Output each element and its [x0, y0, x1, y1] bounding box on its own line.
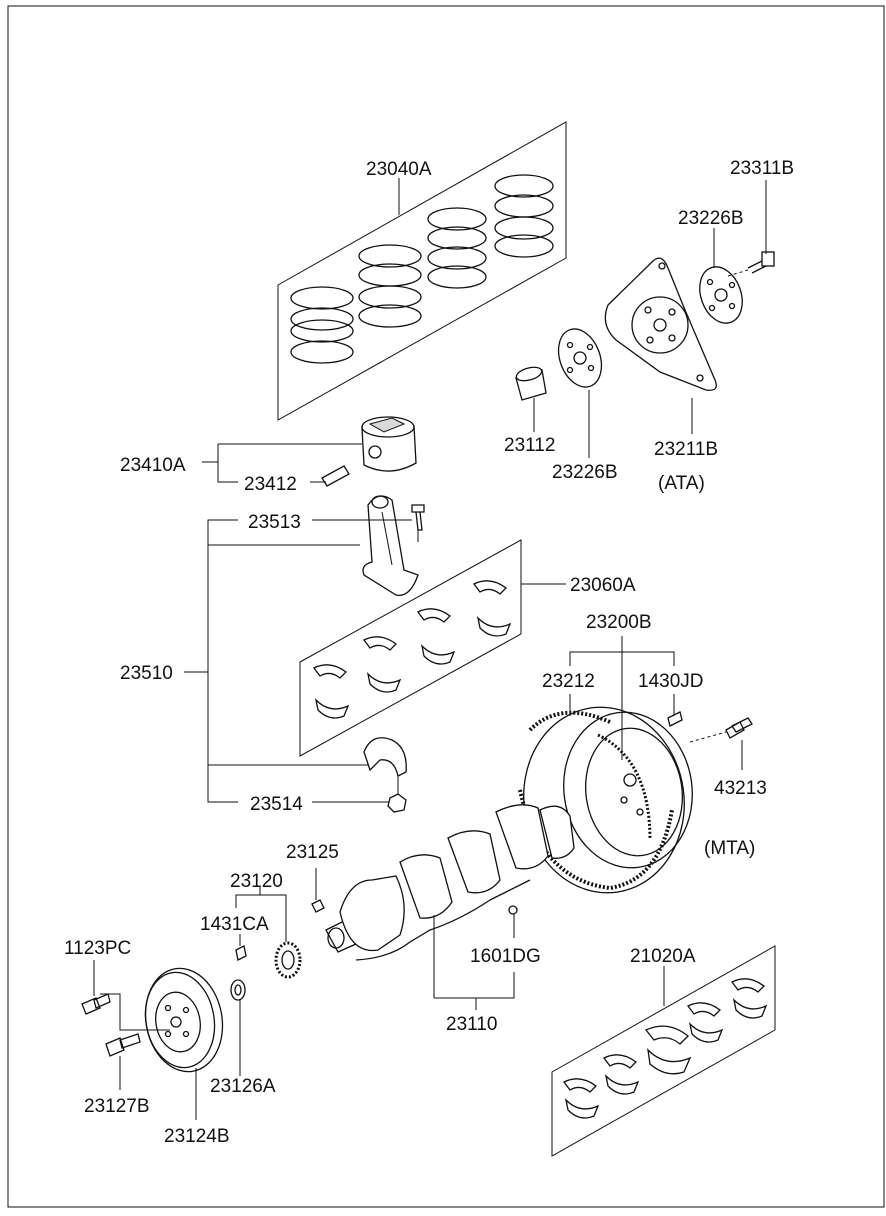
label-23412: 23412 — [244, 474, 297, 495]
label-23060A: 23060A — [570, 575, 636, 596]
label-23226B-top: 23226B — [678, 208, 744, 229]
label-23112: 23112 — [504, 435, 555, 456]
rod-assembly-bracket — [184, 519, 390, 803]
label-23410A: 23410A — [120, 455, 186, 476]
label-23212: 23212 — [542, 671, 595, 692]
label-21020A: 21020A — [630, 946, 696, 967]
main-bearing-set — [551, 945, 776, 1157]
label-23513: 23513 — [248, 512, 301, 533]
label-1430JD: 1430JD — [638, 671, 704, 692]
piston — [202, 416, 417, 487]
label-23125: 23125 — [286, 842, 339, 863]
label-23126A: 23126A — [210, 1076, 276, 1097]
label-23124B: 23124B — [164, 1126, 230, 1147]
piston-ring-set — [277, 121, 567, 421]
label-23514: 23514 — [250, 794, 303, 815]
connecting-rod — [312, 495, 425, 596]
label-23110: 23110 — [446, 1014, 497, 1035]
rod-bearing-set — [299, 539, 566, 757]
label-23200B: 23200B — [586, 612, 652, 633]
label-23120: 23120 — [230, 871, 283, 892]
rod-cap — [363, 737, 407, 813]
label-1123PC: 1123PC — [64, 938, 131, 959]
label-mta: (MTA) — [704, 838, 755, 859]
label-23226B-bottom: 23226B — [552, 462, 618, 483]
label-23127B: 23127B — [84, 1096, 150, 1117]
label-ata: (ATA) — [658, 473, 705, 494]
crankshaft — [325, 804, 575, 1010]
label-43213: 43213 — [714, 778, 767, 799]
diagram-frame — [7, 5, 885, 1208]
flex-plate-assembly — [515, 180, 775, 458]
crank-pulley — [81, 960, 224, 1120]
label-23040A: 23040A — [366, 159, 432, 180]
label-1431CA: 1431CA — [200, 914, 269, 935]
label-1601DG: 1601DG — [470, 946, 541, 967]
label-23211B: 23211B — [654, 439, 718, 460]
crank-sprocket — [230, 868, 325, 1076]
label-23311B: 23311B — [730, 158, 794, 179]
label-23510: 23510 — [120, 663, 173, 684]
